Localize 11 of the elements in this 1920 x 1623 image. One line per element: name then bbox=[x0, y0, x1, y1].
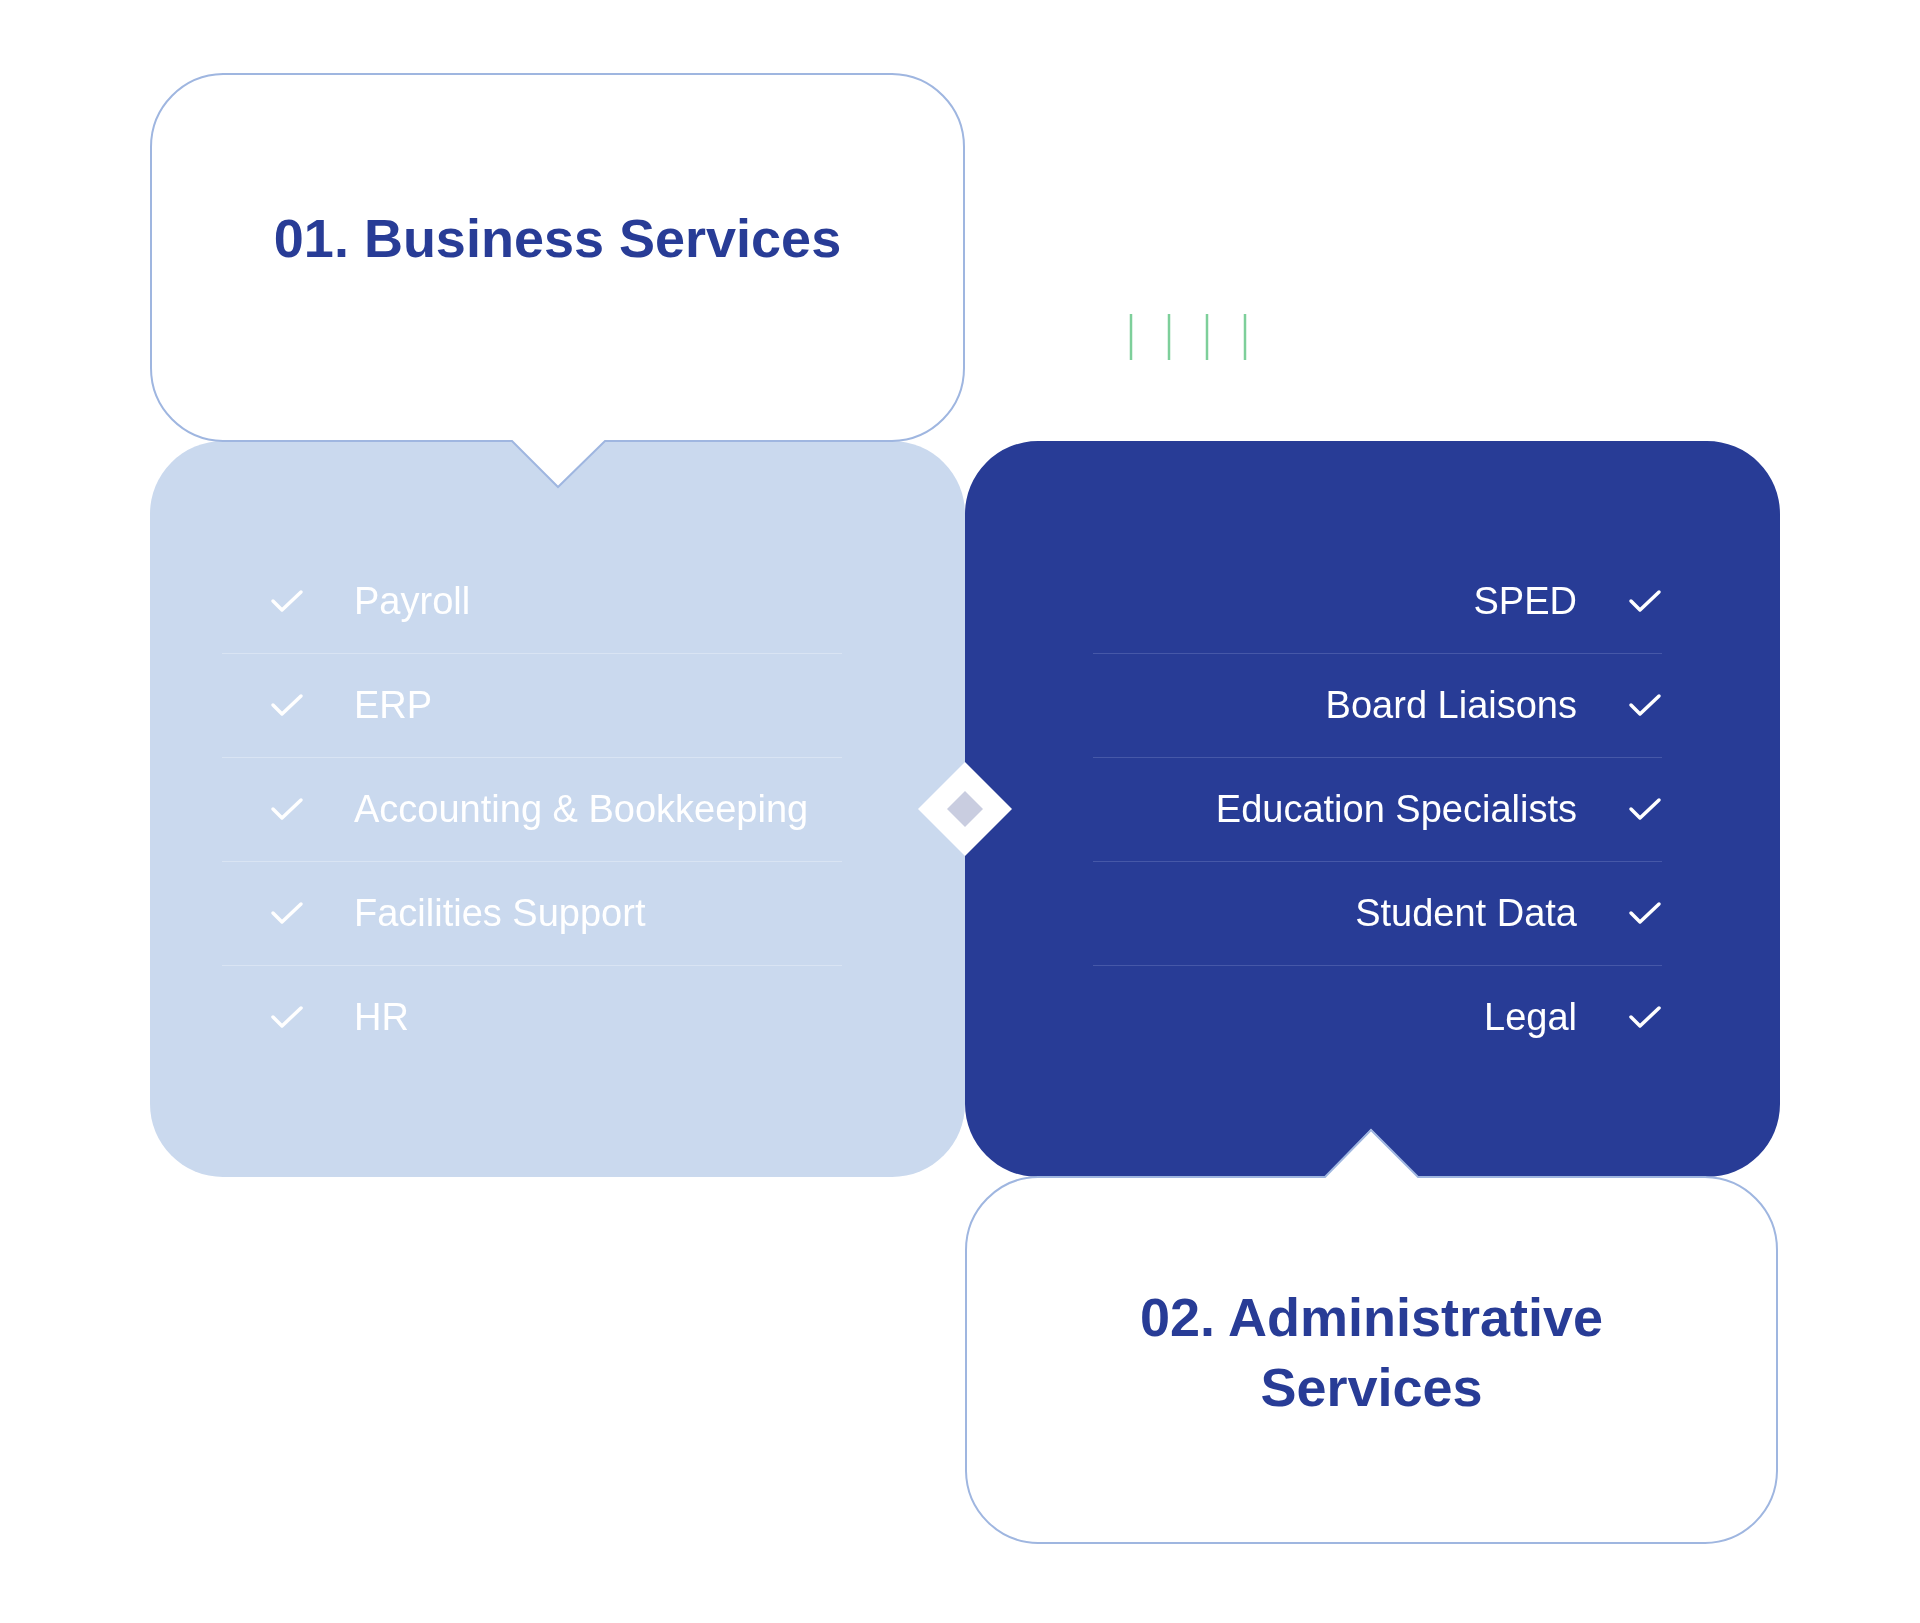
list-item: Education Specialists bbox=[1215, 787, 1577, 832]
list-item: SPED bbox=[1473, 579, 1577, 624]
list-item: Board Liaisons bbox=[1325, 683, 1577, 728]
callout-box bbox=[150, 73, 965, 487]
list-panel bbox=[965, 441, 1780, 1177]
callout-box bbox=[965, 1129, 1778, 1544]
section-title: 01. Business Services bbox=[272, 207, 843, 270]
list-panel bbox=[150, 441, 965, 1177]
list-item: Student Data bbox=[1355, 891, 1577, 936]
section-title: 02. Administrative Services bbox=[1138, 1286, 1605, 1420]
list-item: Legal bbox=[1484, 995, 1577, 1040]
